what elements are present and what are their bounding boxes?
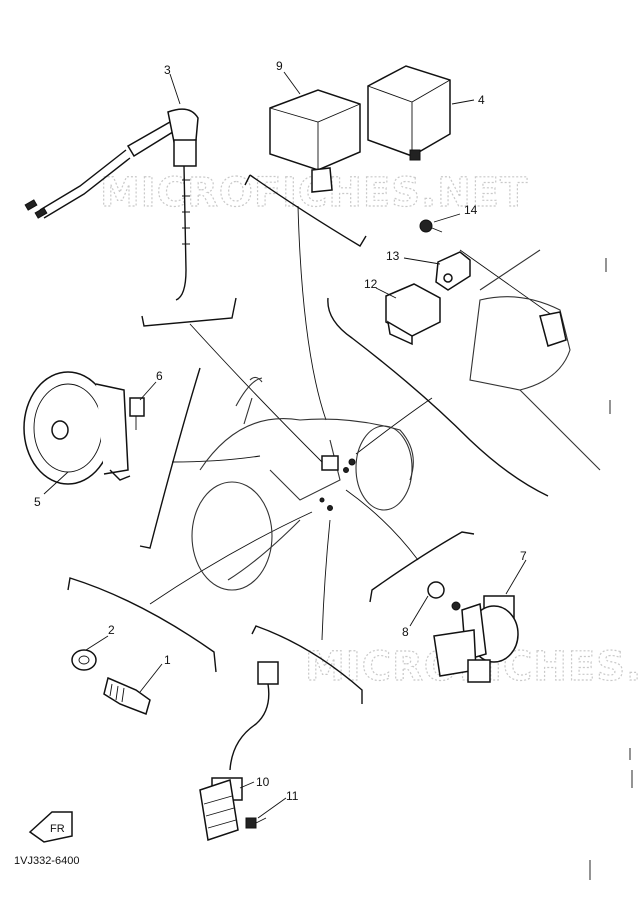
callout-7: 7	[520, 549, 527, 563]
callout-1: 1	[164, 653, 171, 667]
part-7-starter-relay	[433, 595, 519, 683]
part-2-washer	[71, 649, 97, 671]
callouts: 3 9 4 14 13 12 6 5 7 8 2 1 10 11	[34, 59, 527, 803]
leader-lines	[149, 205, 433, 641]
part-12-relay	[385, 249, 557, 346]
part-11-screw	[245, 817, 267, 829]
part-1-switch	[103, 676, 151, 715]
part-10-sensor	[199, 661, 279, 841]
callout-14: 14	[464, 203, 478, 217]
margin-marks	[589, 258, 633, 880]
bracket-lines	[67, 174, 549, 704]
part-5-horn	[23, 371, 131, 485]
part-4-relay	[367, 65, 451, 161]
callout-6: 6	[156, 369, 163, 383]
callout-11: 11	[286, 789, 299, 803]
callout-leaders	[43, 71, 527, 819]
diagram-code: 1VJ332-6400	[14, 855, 79, 867]
frame-section	[469, 249, 601, 471]
part-13-bracket	[435, 251, 471, 291]
part-8-grommet	[427, 581, 445, 599]
part-3-switch-lead	[24, 108, 199, 301]
motorcycle-outline	[191, 376, 414, 591]
callout-8: 8	[402, 625, 409, 639]
callout-2: 2	[108, 623, 115, 637]
callout-4: 4	[478, 93, 485, 107]
callout-5: 5	[34, 495, 41, 509]
front-badge-label: FR	[50, 823, 65, 835]
part-6-bolt	[129, 397, 145, 430]
callout-13: 13	[386, 249, 400, 263]
callout-3: 3	[164, 63, 171, 77]
part-9-relay	[269, 89, 361, 193]
callout-12: 12	[364, 277, 378, 291]
callout-10: 10	[256, 775, 270, 789]
front-badge: FR	[28, 811, 73, 843]
part-14-bolt	[419, 219, 443, 233]
callout-9: 9	[276, 59, 283, 73]
